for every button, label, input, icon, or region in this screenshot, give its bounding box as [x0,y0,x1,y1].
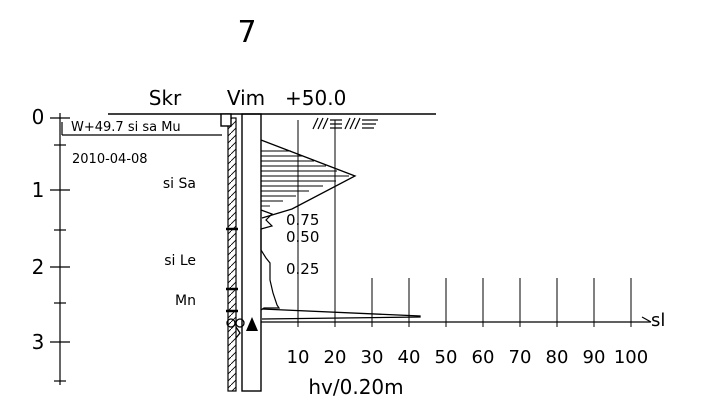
hv-axis-label: hv/0.20m [308,375,403,399]
soil-layer-si-sa: si Sa [163,176,196,192]
point-number: 7 [237,15,256,50]
hv-tick-20: 20 [324,347,347,368]
hv-curve-lower [261,308,421,320]
hv-tick-60: 60 [472,347,495,368]
hv-grid-lines [297,120,632,327]
hv-tick-100: 100 [614,347,648,368]
depth-axis-ticks [50,117,70,382]
date-label: 2010-04-08 [72,152,148,167]
ground-hatch-symbol [312,117,378,130]
resistance-curve-inner [260,209,281,311]
borehole-top-cap [220,113,232,127]
depth-label-2: 2 [32,255,45,279]
soil-layer-si-le: si Le [164,253,196,269]
curve-label-050: 0.50 [286,228,319,246]
curve-label-075: 0.75 [286,211,319,229]
skr-label: Skr [149,86,182,110]
hv-tick-50: 50 [435,347,458,368]
column-layer-marks [226,227,238,313]
hv-end-label: sl [651,310,665,331]
hv-curve-fill-lines [261,150,349,207]
hv-baseline-arrow [641,316,652,323]
hv-tick-10: 10 [287,347,310,368]
stop-triangle-icon [246,317,258,331]
borehole-column [227,117,237,392]
rod-column [241,113,262,392]
hv-curve [260,139,357,219]
depth-label-3: 3 [32,330,45,354]
elevation-label: +50.0 [285,86,346,110]
depth-label-1: 1 [32,178,45,202]
soil-layer-mn: Mn [175,293,196,309]
hv-tick-40: 40 [398,347,421,368]
curve-label-025: 0.25 [286,260,319,278]
water-level-note: W+49.7 si sa Mu [71,120,181,135]
depth-label-0: 0 [32,105,45,129]
hv-tick-70: 70 [509,347,532,368]
hv-tick-90: 90 [583,347,606,368]
vim-label: Vim [227,86,265,110]
hv-tick-30: 30 [361,347,384,368]
stop-symbol [226,318,245,339]
hv-tick-80: 80 [546,347,569,368]
